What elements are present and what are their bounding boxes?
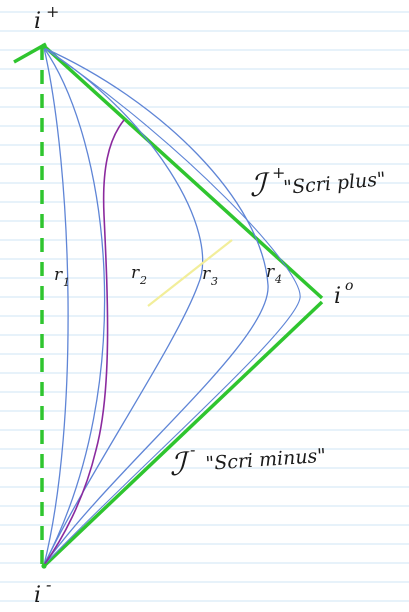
near-scri-curve (43, 47, 301, 566)
r4-label: r (266, 262, 275, 282)
r4-curve (43, 47, 269, 566)
scri-plus-sup: + (272, 163, 285, 182)
r1-label: r (54, 265, 63, 285)
i-zero-label: i (334, 284, 341, 309)
scri-plus-text: "Scri plus" (283, 168, 387, 199)
r3-label: r (202, 264, 211, 284)
i-plus-point (41, 43, 47, 49)
r2-sub: 2 (139, 274, 147, 287)
highlight-stroke (147, 239, 233, 307)
r2-label: r (131, 263, 140, 283)
scri-minus-symbol: ℐ (170, 445, 190, 483)
i-plus-tick (13, 42, 47, 64)
notebook-rule-lines (0, 11, 409, 602)
scri-plus-line (42, 44, 324, 300)
scri-minus-line (42, 300, 324, 568)
i-plus-label: i (34, 9, 41, 34)
scri-minus-sup: - (190, 440, 195, 459)
i-zero-sup: o (345, 278, 353, 294)
i-minus-sup: - (46, 575, 51, 594)
worldline-curve (43, 119, 125, 566)
i-plus-sup: + (46, 2, 59, 21)
scri-plus-symbol: ℐ (250, 166, 270, 204)
i-minus-label: i (34, 583, 41, 608)
r2-curve (43, 47, 106, 566)
i-minus-point (41, 563, 47, 569)
r1-curve (43, 47, 69, 566)
r3-sub: 3 (211, 275, 218, 288)
r4-sub: 4 (274, 273, 282, 286)
r1-sub: 1 (63, 276, 70, 289)
r3-curve (43, 47, 204, 566)
